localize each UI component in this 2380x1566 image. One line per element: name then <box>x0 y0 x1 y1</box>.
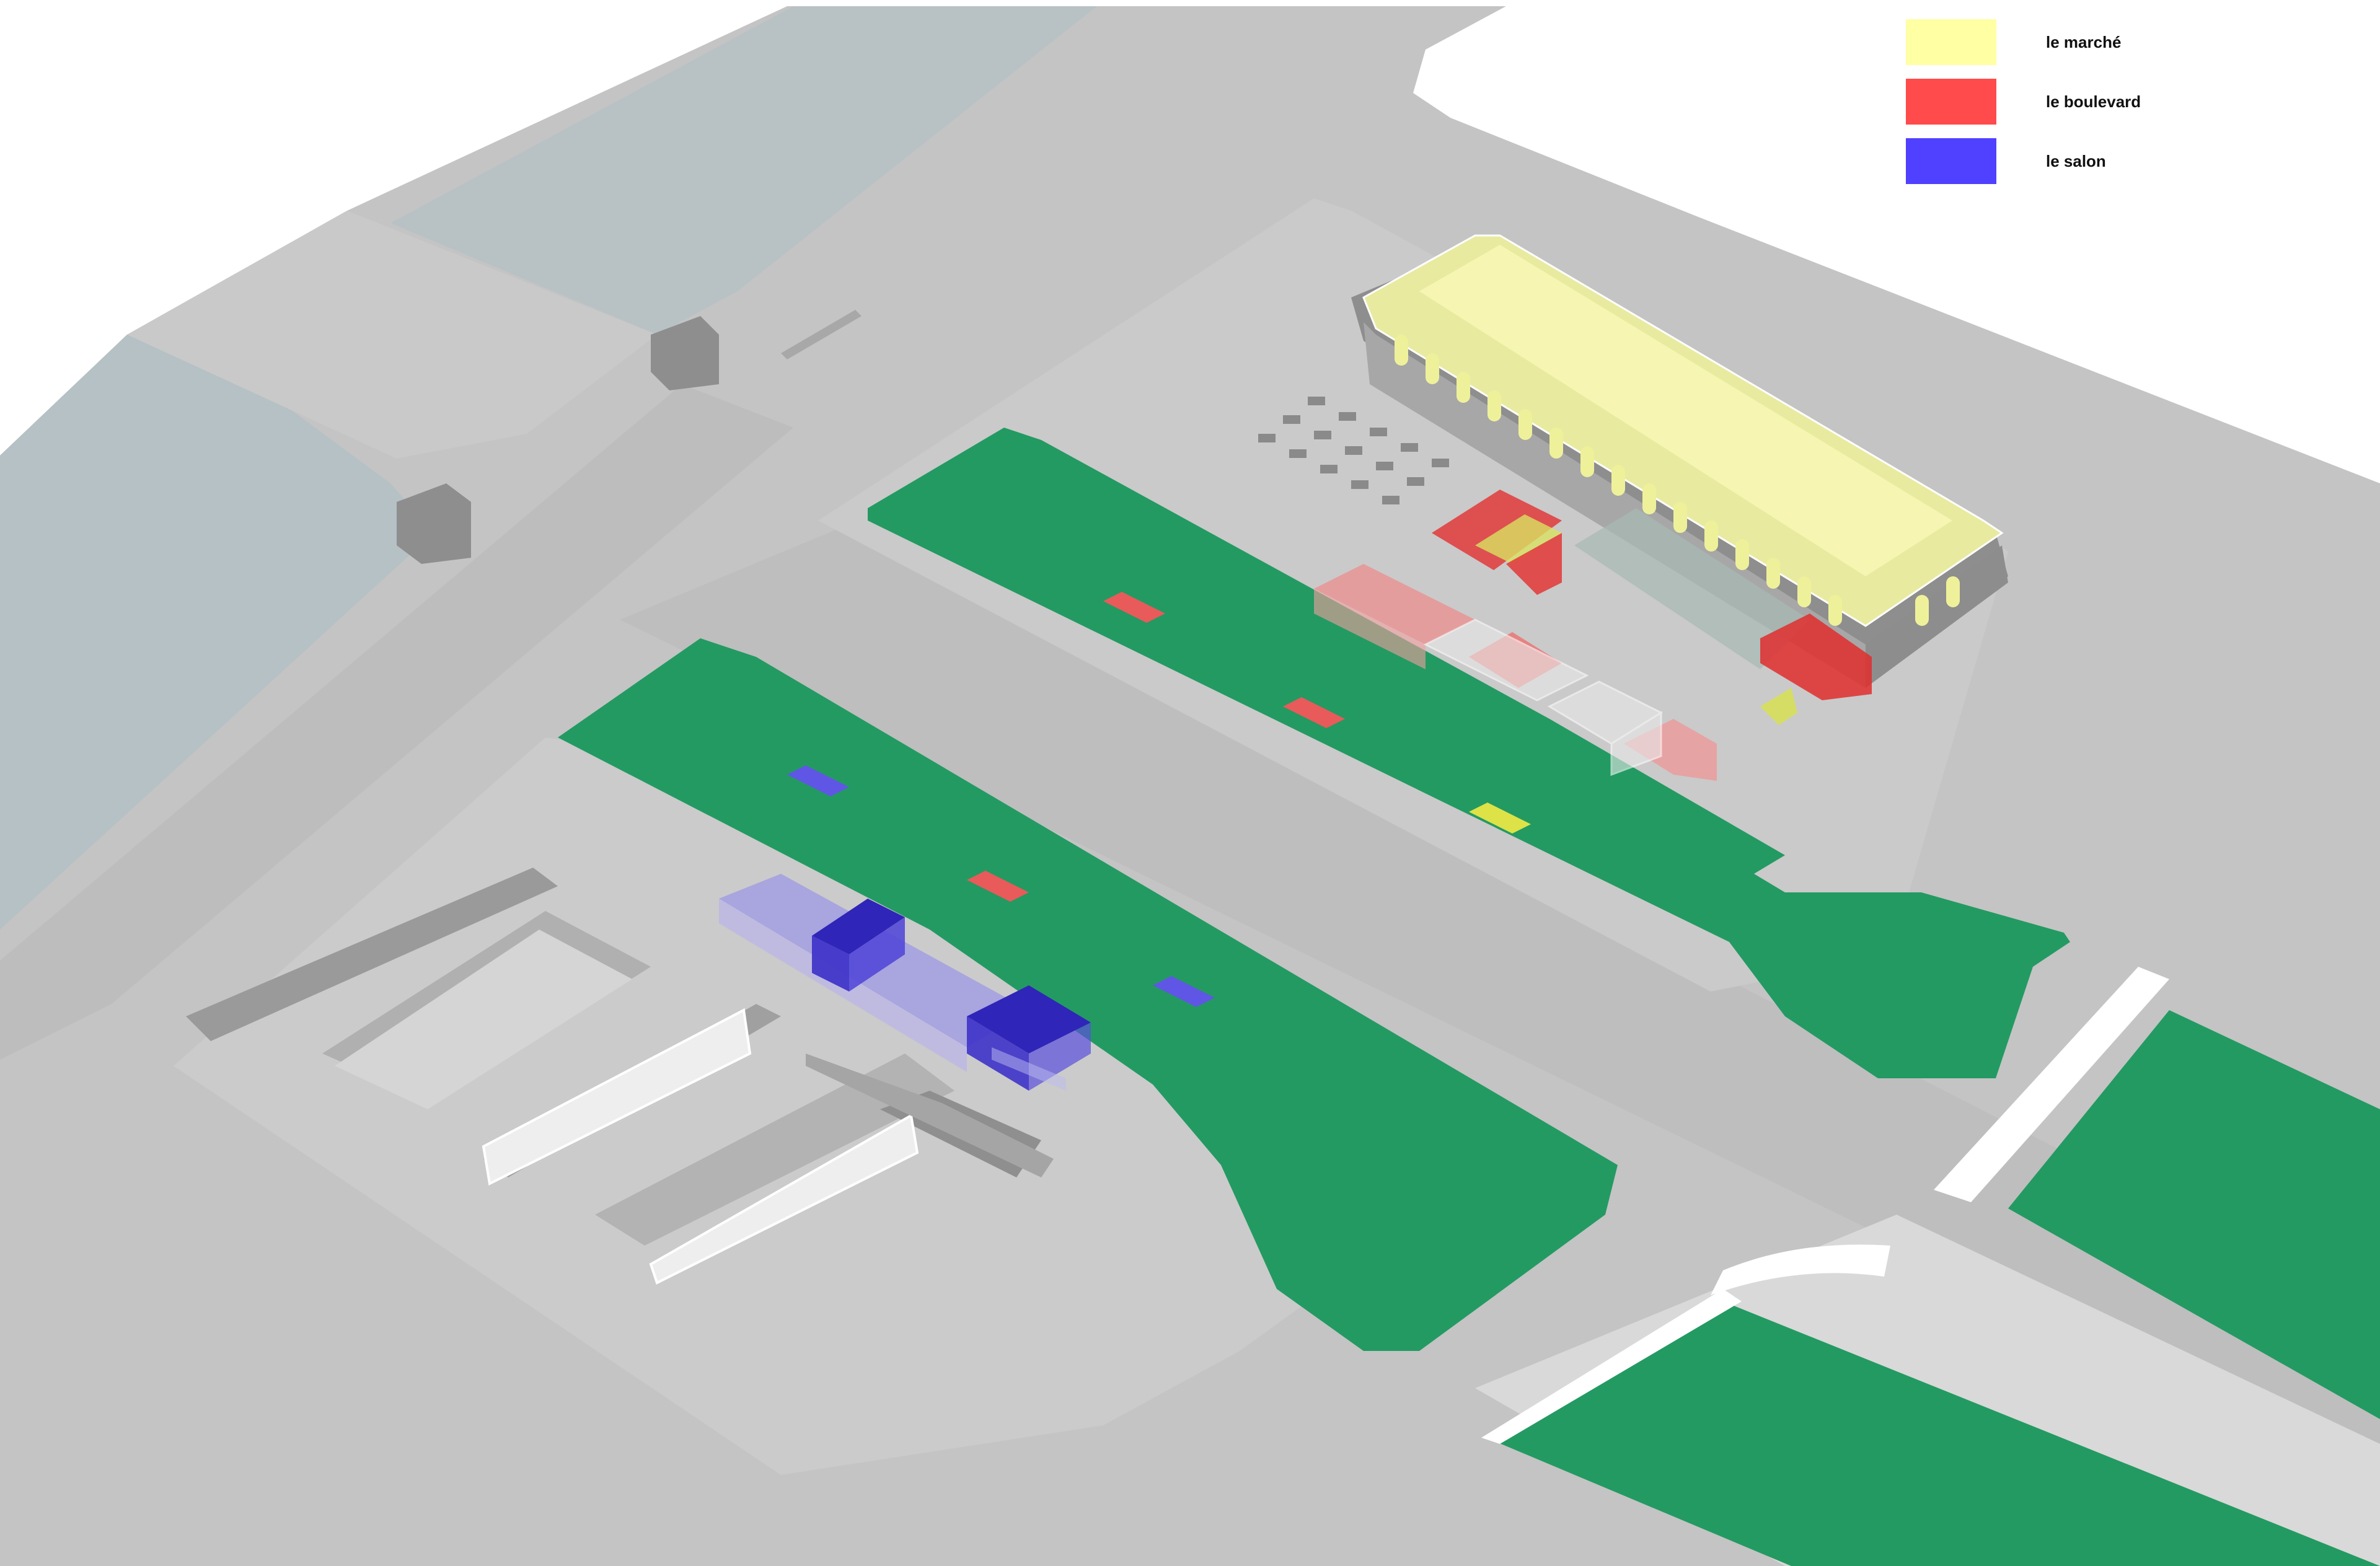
legend-label-salon: le salon <box>2046 151 2106 170</box>
legend-swatch-marche <box>1906 19 1996 65</box>
glass-courtyard <box>1574 508 1810 669</box>
main-avenue <box>0 384 793 1060</box>
lawn-pavilions <box>787 592 1531 1007</box>
sidewalk-lower <box>1481 1289 1742 1444</box>
sunken-courtyard <box>186 868 1054 1285</box>
lawn-lower-right <box>1494 1301 2380 1566</box>
legend-label-boulevard: le boulevard <box>2046 92 2141 111</box>
river-water <box>0 335 434 930</box>
lawn-lower <box>558 638 1618 1351</box>
cross-street <box>620 527 2380 1444</box>
salon-volumes <box>719 874 1091 1091</box>
legend-swatch-salon <box>1906 138 1996 184</box>
wireframe-volumes <box>1423 618 1664 776</box>
legend-item-marche: le marché <box>1906 12 2340 72</box>
legend: le marché le boulevard le salon <box>1906 12 2340 191</box>
bridge-kiosks <box>397 310 862 564</box>
roundabout-edge <box>1711 1244 1890 1295</box>
legend-item-salon: le salon <box>1906 131 2340 191</box>
sidewalk-right <box>1934 967 2169 1202</box>
bridge-plaza <box>127 211 657 459</box>
legend-swatch-boulevard <box>1906 79 1996 125</box>
forecourt-grid <box>1258 397 1449 504</box>
legend-label-marche: le marché <box>2046 32 2122 51</box>
marche-small-volume <box>1760 688 1797 725</box>
legend-item-boulevard: le boulevard <box>1906 72 2340 131</box>
lawn-upper <box>868 428 2070 1078</box>
lawn-right <box>2008 1010 2380 1419</box>
canal-water <box>390 6 1097 335</box>
